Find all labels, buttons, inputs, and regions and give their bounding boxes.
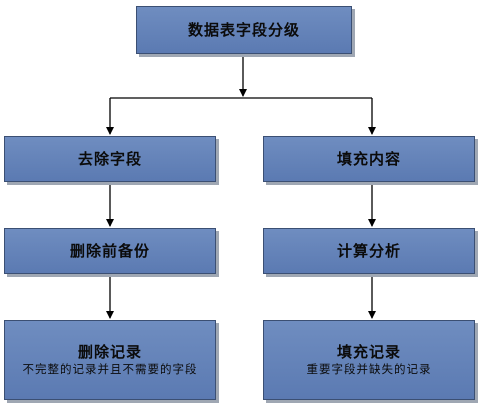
right-step2-title: 计算分析 xyxy=(336,242,401,260)
root-node: 数据表字段分级 xyxy=(136,6,352,54)
right-step1-title: 填充内容 xyxy=(336,150,401,168)
left-step3-title: 删除记录 xyxy=(77,343,142,361)
left-step3-node: 删除记录 不完整的记录并且不需要的字段 xyxy=(4,320,216,400)
right-step3-node: 填充记录 重要字段并缺失的记录 xyxy=(263,320,475,400)
left-step2-node: 删除前备份 xyxy=(4,228,216,274)
right-step2-node: 计算分析 xyxy=(263,228,475,274)
left-step3-subtitle: 不完整的记录并且不需要的字段 xyxy=(22,362,198,376)
left-step1-title: 去除字段 xyxy=(77,150,142,168)
root-node-title: 数据表字段分级 xyxy=(187,21,300,39)
left-step1-node: 去除字段 xyxy=(4,136,216,182)
left-step2-title: 删除前备份 xyxy=(69,242,150,260)
right-step1-node: 填充内容 xyxy=(263,136,475,182)
right-step3-title: 填充记录 xyxy=(336,343,401,361)
right-step3-subtitle: 重要字段并缺失的记录 xyxy=(306,362,432,376)
